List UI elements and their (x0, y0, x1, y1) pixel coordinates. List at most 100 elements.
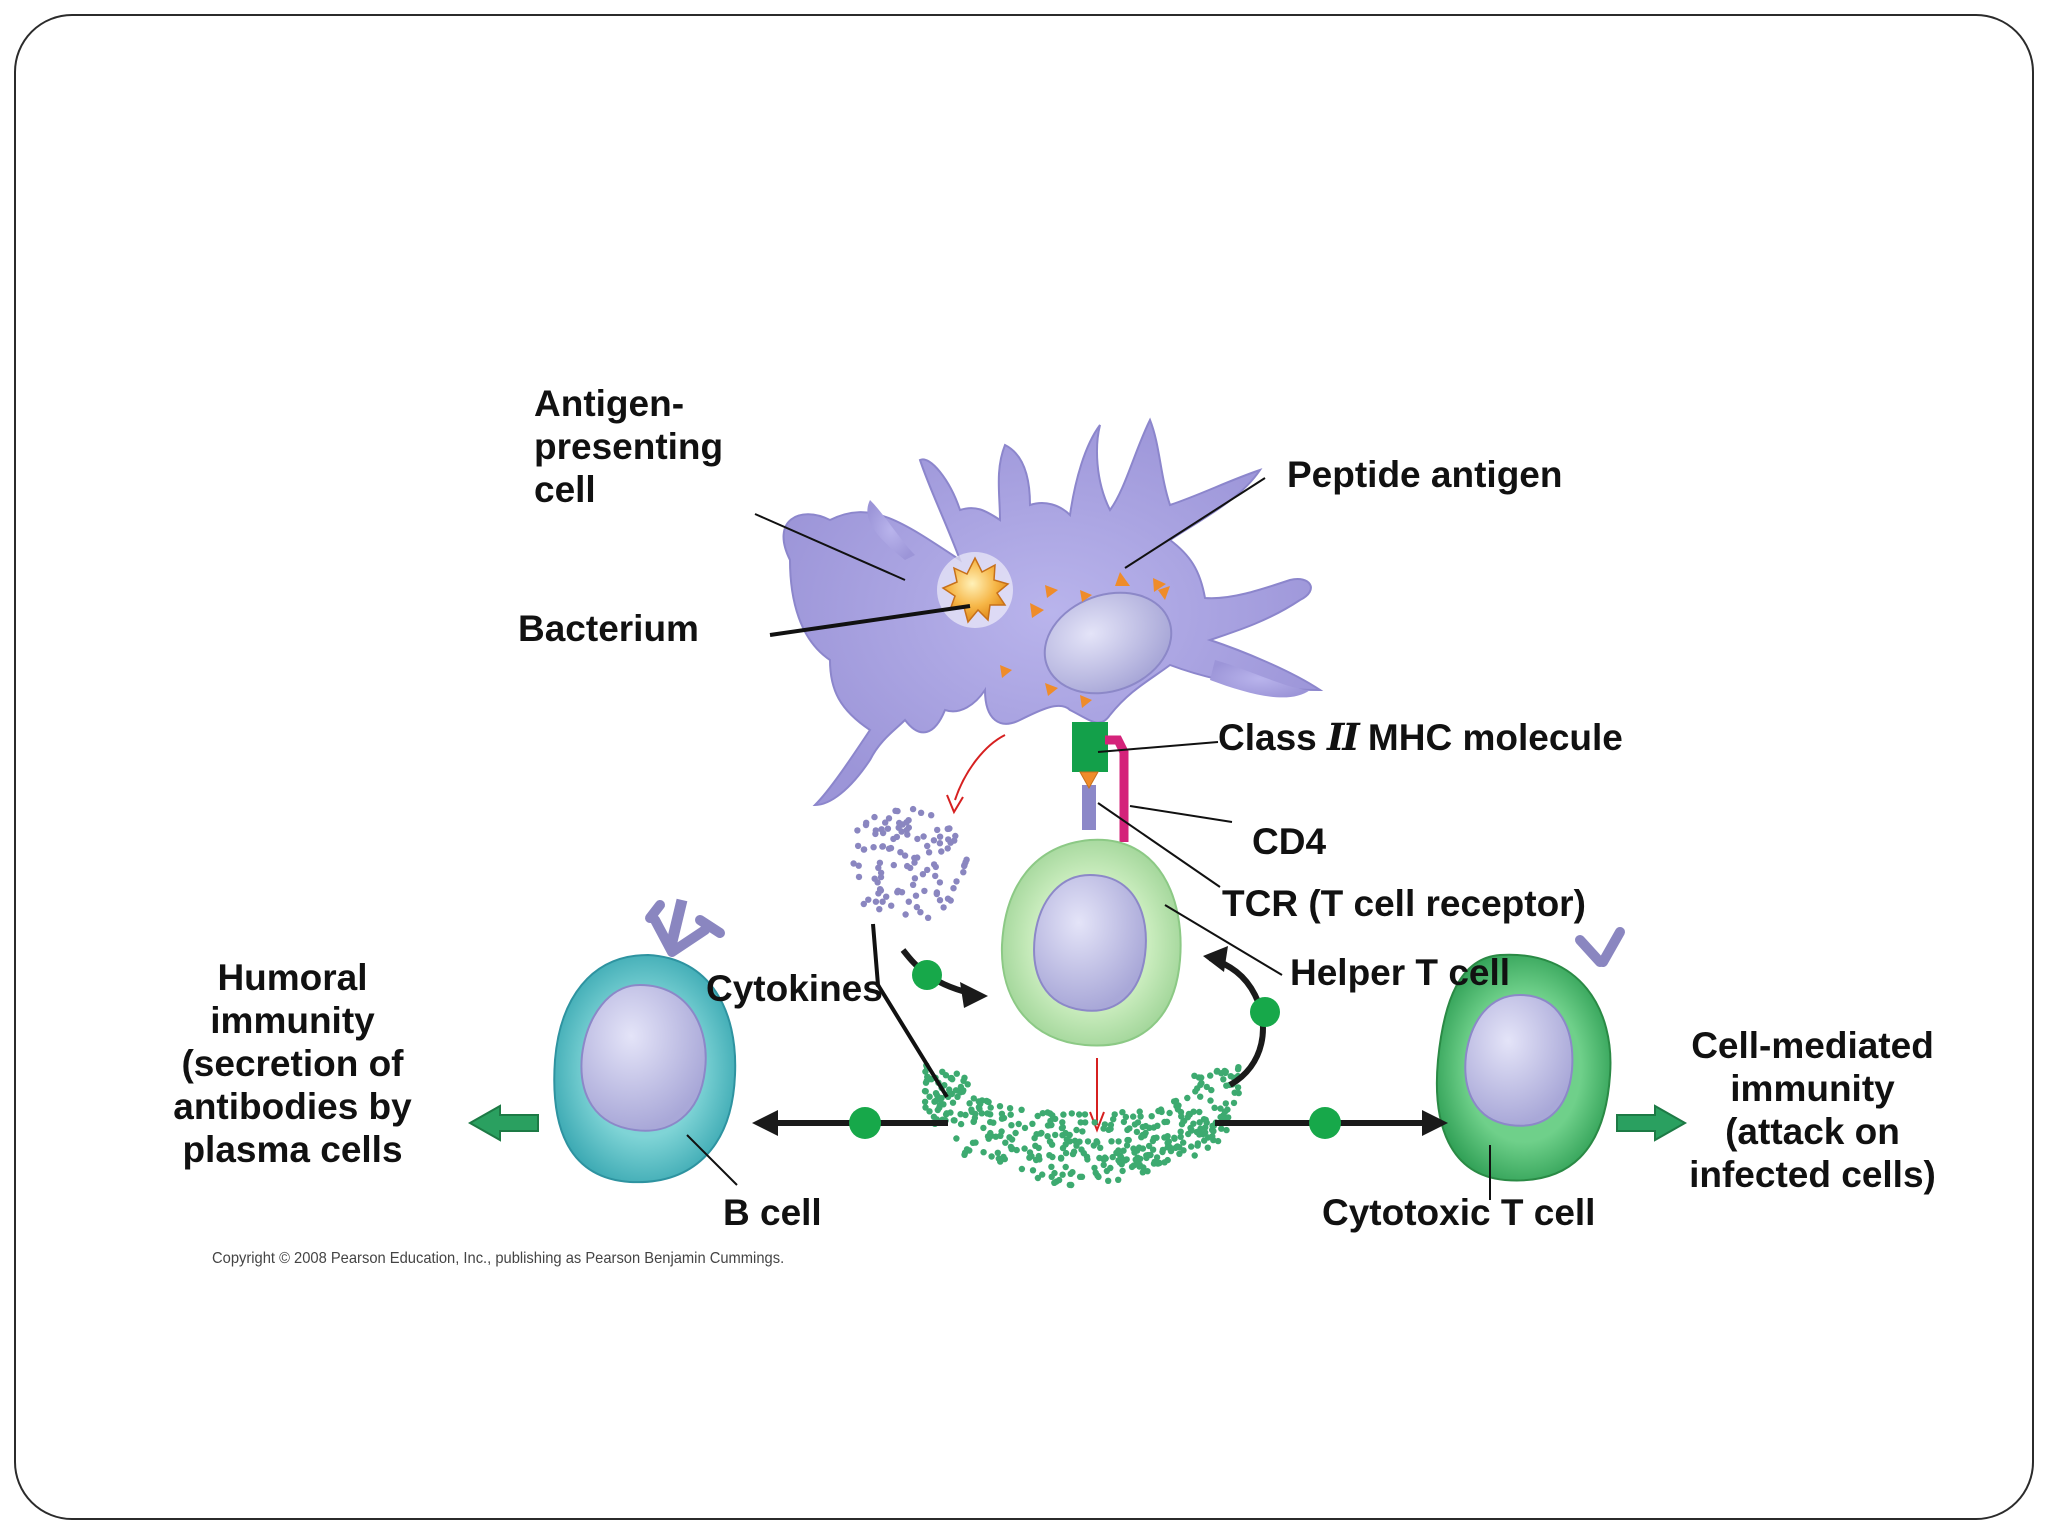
cytokine-dot (902, 911, 909, 918)
cytokine-dot (950, 885, 957, 892)
cytokine-dot (1136, 1108, 1143, 1115)
cytokine-dot (970, 1095, 977, 1102)
cytokine-dot (1048, 1163, 1055, 1171)
cytokine-dot (1187, 1124, 1194, 1132)
cytokine-dot (957, 1083, 965, 1091)
cytokine-dot (919, 871, 927, 878)
cytokine-dot (1096, 1154, 1103, 1162)
cytokine-dot (1209, 1133, 1216, 1140)
cytokine-dot (1110, 1116, 1117, 1123)
cytokine-dot (1039, 1110, 1047, 1117)
cytokine-dot (942, 1072, 950, 1079)
cytokine-dot (940, 1101, 947, 1108)
cytokine-dot (850, 860, 857, 867)
cytokine-dot (1079, 1128, 1086, 1135)
cytokine-dot (1154, 1122, 1161, 1130)
cytokine-dot (1119, 1109, 1126, 1116)
cytokine-dot (932, 872, 939, 880)
cytokine-dot (1142, 1122, 1150, 1130)
cytokine-dot (1044, 1109, 1051, 1116)
green-signal-dots (849, 960, 1341, 1139)
cytokine-dot (943, 1110, 950, 1117)
cytokine-dot (1202, 1129, 1209, 1136)
cytokine-dot (1153, 1154, 1161, 1161)
cytokine-dot (948, 1074, 955, 1082)
cytokine-dot (990, 1119, 997, 1126)
cytokine-dot (909, 881, 917, 888)
cytokine-dot (1137, 1155, 1144, 1163)
cytokine-dot (1124, 1126, 1131, 1134)
cytokine-dot (1120, 1147, 1127, 1154)
cytokine-dot (987, 1104, 994, 1111)
bacterium-icon (937, 552, 1013, 628)
cytokine-dot (1191, 1072, 1198, 1080)
cytokine-dot (1084, 1138, 1092, 1145)
cytokine-dot (964, 1081, 971, 1088)
cytokine-dot (1122, 1113, 1130, 1121)
cytokine-dot (901, 852, 909, 859)
cytokine-dot (1221, 1067, 1228, 1075)
cytokine-dot (905, 898, 912, 905)
cytokine-dot (980, 1124, 987, 1132)
cytokine-dot (1113, 1149, 1120, 1157)
cytokine-dot (1139, 1169, 1147, 1176)
cytokine-dot (1164, 1133, 1171, 1140)
cytokine-dot (874, 879, 881, 886)
cytokine-dot (1141, 1132, 1148, 1139)
cytokine-dot (968, 1108, 976, 1116)
cytokine-dot (1108, 1138, 1115, 1145)
antigen-presenting-cell-icon (782, 417, 1324, 807)
cytokine-dot (1174, 1106, 1182, 1113)
peptide-antigen-label: Peptide antigen (1287, 454, 1563, 495)
cytokine-dot (952, 1087, 960, 1094)
cytokine-dot (879, 898, 886, 905)
cd4-label: CD4 (1252, 821, 1327, 862)
cytokine-dot (953, 878, 960, 885)
cytokine-dot (945, 836, 952, 843)
cytokine-dot (1180, 1118, 1187, 1125)
cytokine-dot (876, 859, 884, 866)
cytokine-dot (932, 863, 939, 871)
copyright-notice: Copyright © 2008 Pearson Education, Inc.… (212, 1250, 785, 1267)
cytokine-dot (1170, 1098, 1178, 1105)
cytokine-dot (1076, 1111, 1083, 1118)
cytokine-dot (890, 861, 897, 869)
cytokine-dot (944, 825, 951, 833)
cytokine-dot (1171, 1134, 1178, 1142)
cytokine-dot (920, 833, 927, 840)
cytokine-dot (911, 859, 918, 866)
cytokine-dot (1101, 1155, 1109, 1162)
cytokine-dot (877, 869, 885, 876)
cytokine-dot (1207, 1072, 1214, 1079)
cytokine-dot (1197, 1093, 1204, 1100)
cytokine-dot (936, 833, 944, 840)
cytokine-dot (921, 1087, 929, 1095)
cytokine-dot (1234, 1084, 1242, 1091)
cytokine-dot (1055, 1176, 1063, 1184)
cytokine-dot (913, 903, 921, 911)
cytokine-dot (1018, 1106, 1025, 1114)
cytokine-dot (1161, 1118, 1168, 1126)
cytokine-dot (854, 827, 861, 834)
cytokine-dot (1081, 1111, 1089, 1118)
cytokine-dot (1207, 1097, 1214, 1104)
cytokine-dot (1105, 1126, 1112, 1134)
cytokine-dot (934, 1106, 941, 1114)
cytokine-dot (865, 896, 872, 903)
cytokine-dot (960, 869, 967, 876)
cytokine-dot (914, 835, 921, 843)
cytokine-dot (911, 875, 919, 882)
cytokine-dot (1208, 1086, 1215, 1094)
cytokine-dot (1057, 1154, 1065, 1162)
cytokine-dot (879, 843, 887, 850)
cytokine-dot (883, 893, 890, 900)
peptide-antigen-icon (1000, 572, 1170, 708)
cytokine-dot (911, 854, 918, 862)
cytokine-dot (988, 1153, 995, 1160)
cytokine-dot (1180, 1147, 1187, 1154)
humoral-immunity-label: Humoral immunity (secretion of antibodie… (173, 957, 412, 1170)
cytokine-dot (1008, 1122, 1015, 1129)
cytokine-dot (1067, 1170, 1074, 1178)
cytokine-dot (934, 826, 941, 834)
cytotoxic-t-cell-label: Cytotoxic T cell (1322, 1192, 1596, 1233)
